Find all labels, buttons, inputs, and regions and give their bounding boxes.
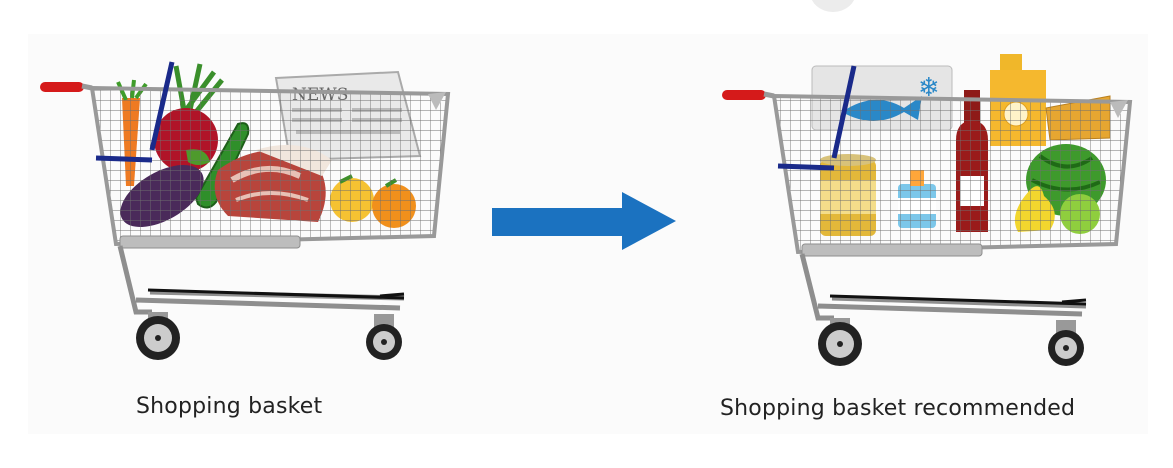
cart-frame — [117, 245, 405, 315]
right-shopping-cart: ❄ — [722, 54, 1133, 366]
cart-child-seat-bar-right — [777, 65, 857, 171]
cart-child-seat-bar — [95, 61, 175, 163]
cart-wheel-front-right — [1048, 320, 1084, 366]
caption-shopping-basket-recommended: Shopping basket recommended — [720, 396, 1076, 421]
left-shopping-cart: NEWS — [40, 61, 451, 360]
cart-wheel-front — [366, 314, 402, 360]
cart-handle-grip — [40, 82, 84, 92]
recommendation-arrow — [492, 192, 676, 250]
caption-shopping-basket: Shopping basket — [136, 394, 323, 419]
cart-wheel-back-right — [818, 318, 862, 366]
cart-frame-right — [799, 253, 1087, 321]
cart-wheel-back — [136, 312, 180, 360]
cart-bumper-right — [801, 243, 983, 257]
snowflake-icon: ❄ — [918, 73, 940, 103]
cart-basket-right — [771, 93, 1133, 255]
cart-bumper — [119, 235, 301, 249]
cart-handle-grip-right — [722, 90, 766, 100]
top-edge-artifact — [810, 0, 856, 12]
cart-basket — [89, 85, 451, 247]
